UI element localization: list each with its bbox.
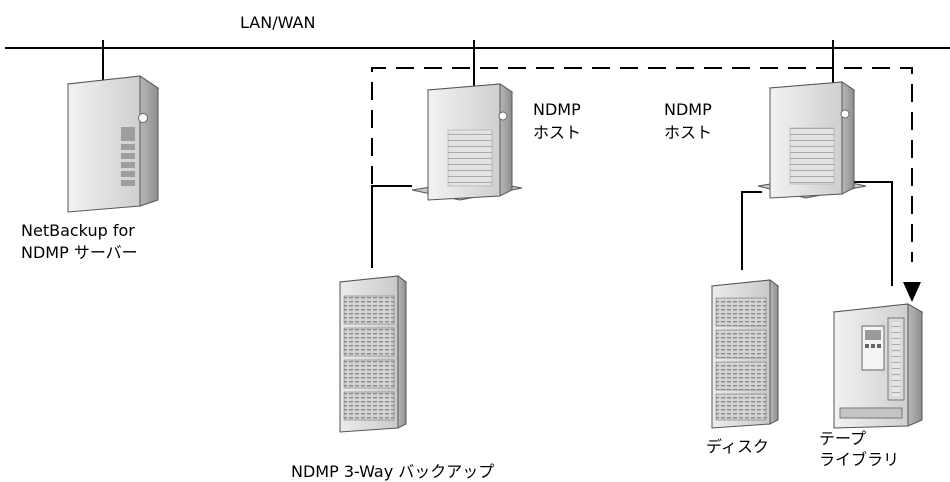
ndmp-host-2-label-line1: NDMP	[664, 100, 712, 119]
ndmp-host-1-label-line1: NDMP	[533, 100, 581, 119]
ndmp-host-2-server-icon	[757, 81, 867, 199]
netbackup-server-icon	[66, 75, 160, 213]
disk-rack-icon	[710, 279, 780, 429]
tape-library-icon	[832, 303, 924, 429]
path-arrowhead	[903, 282, 921, 302]
ndmp-host-2-label-line2: ホスト	[664, 123, 713, 142]
netbackup-server-label-line2: NDMP サーバー	[21, 243, 138, 262]
cable-host2-tape	[848, 181, 893, 286]
ndmp-host-1-server-icon	[411, 83, 523, 201]
netbackup-server-label-line1: NetBackup for	[21, 221, 135, 240]
tape-library-label-line2: ライブラリ	[819, 450, 900, 469]
three-way-backup-caption: NDMP 3-Way バックアップ	[291, 462, 495, 481]
three-way-backup-path	[371, 67, 913, 268]
tape-library-label-line1: テープ	[819, 429, 867, 448]
storage-rack-icon	[338, 275, 408, 433]
cable-host2-disk	[741, 191, 762, 270]
lan-wan-label: LAN/WAN	[240, 13, 316, 32]
ndmp-host-1-label-line2: ホスト	[533, 123, 582, 142]
cable-host1-storage	[371, 185, 412, 268]
disk-label: ディスク	[706, 437, 769, 456]
